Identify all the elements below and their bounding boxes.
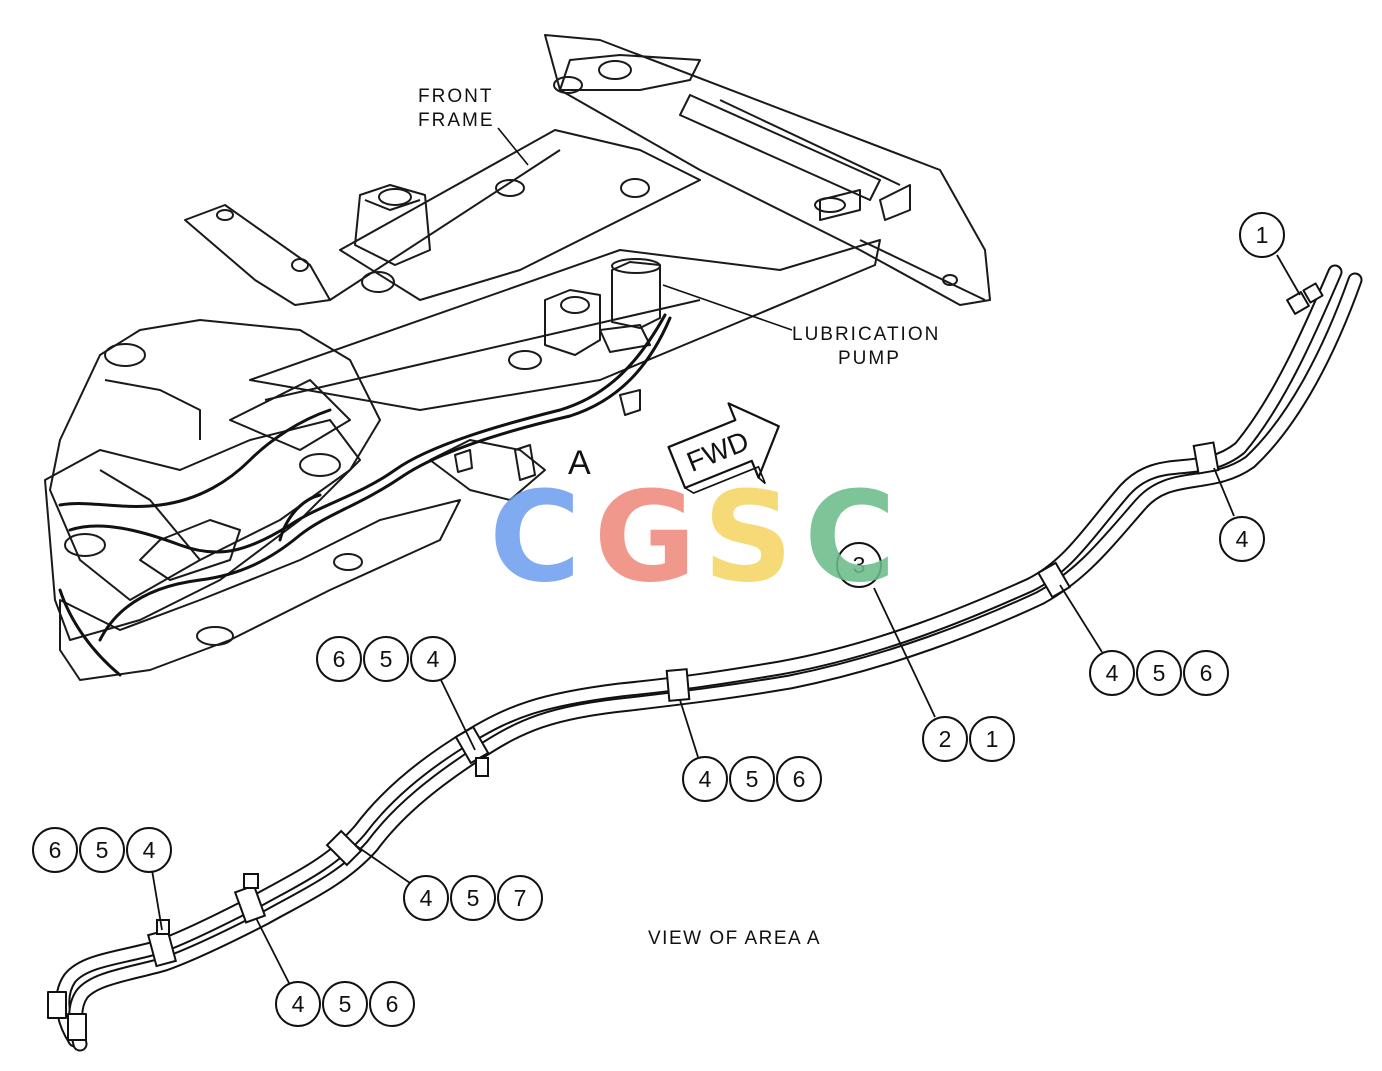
callout-center-left: 4 5 6 (682, 756, 822, 802)
callout-number: 5 (380, 646, 393, 672)
cgsc-watermark: C G S C (489, 465, 896, 610)
watermark-letter-s: S (703, 465, 793, 610)
clamp (665, 668, 691, 702)
watermark-letter-g: G (594, 465, 697, 610)
callout-bubbles: 1 4 3 4 5 6 2 1 (32, 212, 1285, 1027)
callout-number: 5 (339, 991, 352, 1017)
callout-number: 4 (427, 646, 440, 672)
callout-number: 4 (1106, 660, 1119, 686)
lube-tube-detail (47, 264, 1363, 1052)
clamp-bolt (243, 873, 259, 889)
callout-number: 4 (1236, 526, 1249, 552)
callout-center-right: 4 5 6 (1089, 650, 1229, 696)
view-caption: VIEW OF AREA A (648, 928, 821, 949)
lubrication-pump-label-line1: LUBRICATION (792, 324, 940, 345)
callout-number: 4 (292, 991, 305, 1017)
clamp-bolt (475, 757, 489, 777)
callout-number: 5 (746, 766, 759, 792)
front-frame-label-line1: FRONT (418, 86, 493, 107)
callout-upper-left: 6 5 4 (316, 636, 456, 682)
callout-number: 2 (939, 726, 952, 752)
callout-number: 6 (386, 991, 399, 1017)
callout-far-left: 6 5 4 (32, 827, 172, 873)
callout-number: 4 (143, 837, 156, 863)
watermark-letter-c2: C (804, 465, 896, 610)
callout-bottom-left: 4 5 6 (275, 981, 415, 1027)
callout-number: 6 (333, 646, 346, 672)
clamp-bolt (156, 919, 170, 935)
callout-number: 6 (1200, 660, 1213, 686)
callout-number: 1 (1256, 222, 1269, 248)
area-marker-label: A (568, 444, 591, 482)
front-frame-drawing (44, 34, 991, 681)
frame-lube-lines (58, 313, 672, 677)
watermark-letter-c1: C (489, 465, 581, 610)
callout-top-right: 1 (1239, 212, 1285, 258)
callout-number: 6 (793, 766, 806, 792)
callout-number: 5 (96, 837, 109, 863)
frame-label-leaders (497, 127, 793, 331)
callout-number: 1 (986, 726, 999, 752)
callout-center-bottom: 2 1 (922, 716, 1015, 762)
callout-number: 4 (699, 766, 712, 792)
clamp (325, 829, 363, 867)
callout-tube-label: 3 (836, 542, 882, 588)
callout-number: 6 (49, 837, 62, 863)
callout-number: 7 (514, 885, 527, 911)
front-frame-label-line2: FRAME (418, 110, 495, 131)
lubrication-pump-label-line2: PUMP (838, 348, 901, 369)
callout-number: 5 (1153, 660, 1166, 686)
callout-number: 3 (853, 552, 866, 578)
callout-mid-left-clamp: 4 5 7 (403, 875, 543, 921)
callout-number: 5 (467, 885, 480, 911)
callout-right-clamp: 4 (1219, 516, 1265, 562)
clamp (1192, 441, 1220, 475)
tube-clamps (146, 441, 1220, 968)
callout-number: 4 (420, 885, 433, 911)
callout-leaders (151, 254, 1301, 986)
